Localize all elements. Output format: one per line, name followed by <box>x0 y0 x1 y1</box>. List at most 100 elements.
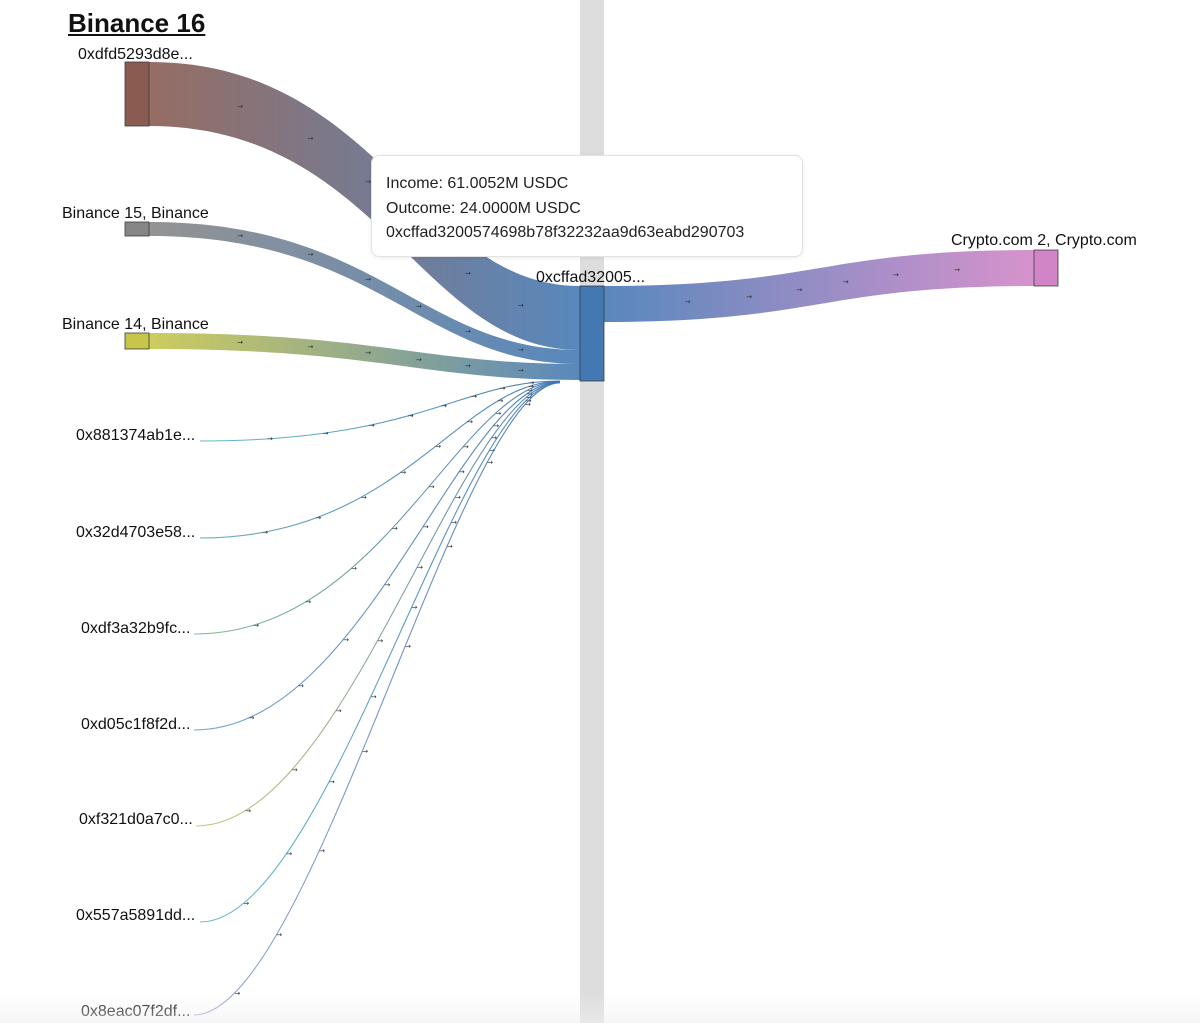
flow-0x8eac-to-hub-arrow: → <box>487 459 493 467</box>
flow-0x557a-to-hub-arrow: → <box>489 447 495 455</box>
source-label-0x557a[interactable]: 0x557a5891dd... <box>76 907 196 924</box>
flow-0xdf3a-to-hub-arrow: → <box>253 621 259 629</box>
flow-0x557a-to-hub[interactable] <box>199 381 561 923</box>
flow-0xf321-to-hub-arrow: → <box>292 766 298 774</box>
node-binance15[interactable] <box>124 221 150 237</box>
flow-0xd05c-to-hub-arrow: → <box>459 468 465 476</box>
flow-binance15-arrow: → <box>237 232 243 240</box>
source-label-0xdf3a[interactable]: 0xdf3a32b9fc... <box>81 620 191 637</box>
source-label-0xd05c[interactable]: 0xd05c1f8f2d... <box>81 716 191 733</box>
flow-binance15-to-hub[interactable] <box>149 222 580 364</box>
flow-0x32d4-to-hub-arrow: → <box>498 397 504 405</box>
node-0xdfd5[interactable] <box>124 61 150 127</box>
flow-0xdf3a-to-hub-arrow: → <box>305 598 311 606</box>
flow-0x8eac-to-hub-arrow: → <box>447 543 453 551</box>
flow-binance15-arrow: → <box>365 275 371 283</box>
flow-hub-cryptocom2-arrow: → <box>746 293 752 301</box>
flow-0xd05c-to-hub-arrow: → <box>343 636 349 644</box>
flow-0xd05c-to-hub[interactable] <box>193 381 561 731</box>
flow-0x8813-to-hub-arrow: → <box>369 421 375 429</box>
flow-binance15-arrow: → <box>307 250 313 258</box>
hub-label[interactable]: 0xcffad32005... <box>536 269 646 286</box>
flow-0x557a-to-hub-arrow: → <box>286 850 292 858</box>
node-binance14[interactable] <box>124 332 150 350</box>
flow-hub-cryptocom2-arrow: → <box>685 298 691 306</box>
flow-0xf321-to-hub-arrow: → <box>336 707 342 715</box>
flow-0xdfd5-arrow: → <box>465 270 471 278</box>
flow-0x557a-to-hub-arrow: → <box>412 603 418 611</box>
flow-0x8813-to-hub-arrow: → <box>267 435 273 443</box>
flow-0xf321-to-hub-arrow: → <box>245 807 251 815</box>
flow-0xd05c-to-hub-arrow: → <box>298 682 304 690</box>
flow-0x557a-to-hub-arrow: → <box>451 518 457 526</box>
source-label-0xdfd5[interactable]: 0xdfd5293d8e... <box>78 46 193 63</box>
flow-0x32d4-to-hub-arrow: → <box>435 443 441 451</box>
flow-0x8eac-to-hub-arrow: → <box>405 642 411 650</box>
node-cryptocom2[interactable] <box>1033 249 1059 287</box>
flow-0xf321-to-hub-arrow: → <box>491 434 497 442</box>
flow-binance14-to-hub[interactable] <box>149 333 580 380</box>
flow-0x32d4-to-hub-arrow: → <box>262 529 268 537</box>
flow-0x8813-to-hub-arrow: → <box>441 402 447 410</box>
flow-hub-cryptocom2-arrow: → <box>893 271 899 279</box>
flow-0x8eac-to-hub-arrow: → <box>362 747 368 755</box>
flow-0x32d4-to-hub-arrow: → <box>467 418 473 426</box>
flow-0x8eac-to-hub-arrow: → <box>276 931 282 939</box>
source-label-binance15[interactable]: Binance 15, Binance <box>62 205 209 222</box>
flow-0xdf3a-to-hub-arrow: → <box>495 409 501 417</box>
flow-binance14-arrow: → <box>307 343 313 351</box>
flow-binance15-arrow: → <box>518 346 524 354</box>
flow-0xdfd5-arrow: → <box>237 102 243 110</box>
source-label-0x32d4[interactable]: 0x32d4703e58... <box>76 524 196 541</box>
source-label-0x8eac[interactable]: 0x8eac07f2df... <box>81 1003 191 1020</box>
source-label-binance14[interactable]: Binance 14, Binance <box>62 316 209 333</box>
source-label-0x8813[interactable]: 0x881374ab1e... <box>76 427 196 444</box>
flow-hub-cryptocom2-arrow: → <box>797 286 803 294</box>
flow-0x8eac-to-hub-arrow: → <box>319 847 325 855</box>
flow-0x557a-to-hub-arrow: → <box>371 693 377 701</box>
flow-0xdf3a-to-hub-arrow: → <box>351 565 357 573</box>
flow-0x32d4-to-hub-arrow: → <box>400 469 406 477</box>
flow-0xd05c-to-hub-arrow: → <box>493 422 499 430</box>
flow-binance14-arrow: → <box>416 356 422 364</box>
flow-0x8eac-to-hub-arrow: → <box>525 400 531 408</box>
flow-0x32d4-to-hub[interactable] <box>199 380 561 539</box>
flow-0xd05c-to-hub-arrow: → <box>527 390 533 398</box>
node-hub[interactable] <box>579 285 605 382</box>
target-label-cryptocom2[interactable]: Crypto.com 2, Crypto.com <box>951 232 1137 249</box>
flow-0x8813-to-hub-arrow: → <box>471 393 477 401</box>
tooltip-income: Income: 61.0052M USDC <box>386 175 569 192</box>
flow-binance14-arrow: → <box>465 362 471 370</box>
flow-binance14-arrow: → <box>518 366 524 374</box>
flow-0xf321-to-hub[interactable] <box>195 381 561 827</box>
flow-0x8813-to-hub-arrow: → <box>408 412 414 420</box>
flow-0x8eac-to-hub-arrow: → <box>234 989 240 997</box>
flow-hub-cryptocom2-arrow: → <box>954 266 960 274</box>
page-title: Binance 16 <box>68 8 206 38</box>
flow-binance14-arrow: → <box>365 349 371 357</box>
flow-0x557a-to-hub-arrow: → <box>243 899 249 907</box>
flow-0xdf3a-to-hub-arrow: → <box>463 443 469 451</box>
source-label-0xf321[interactable]: 0xf321d0a7c0... <box>79 811 193 828</box>
flow-0xd05c-to-hub-arrow: → <box>423 523 429 531</box>
flow-0x8813-to-hub[interactable] <box>199 380 561 442</box>
flow-0xf321-to-hub-arrow: → <box>417 563 423 571</box>
flow-0x557a-to-hub-arrow: → <box>329 778 335 786</box>
flow-binance15-arrow: → <box>465 328 471 336</box>
flow-0xdfd5-arrow: → <box>307 134 313 142</box>
flow-0xd05c-to-hub-arrow: → <box>249 714 255 722</box>
flow-0xdf3a-to-hub[interactable] <box>193 381 561 635</box>
flow-hub-to-cryptocom2[interactable] <box>604 250 1034 322</box>
flow-0x8813-to-hub-arrow: → <box>323 429 329 437</box>
flow-0xdf3a-to-hub-arrow: → <box>392 525 398 533</box>
flow-0xdfd5-to-hub[interactable] <box>149 62 580 350</box>
flow-0xf321-to-hub-arrow: → <box>377 637 383 645</box>
flow-0xd05c-to-hub-arrow: → <box>384 581 390 589</box>
flow-binance14-arrow: → <box>237 339 243 347</box>
flow-0x32d4-to-hub-arrow: → <box>528 383 534 391</box>
flow-0x8eac-to-hub[interactable] <box>193 382 561 1016</box>
flow-0xdfd5-arrow: → <box>365 178 371 186</box>
flow-0x32d4-to-hub-arrow: → <box>361 493 367 501</box>
